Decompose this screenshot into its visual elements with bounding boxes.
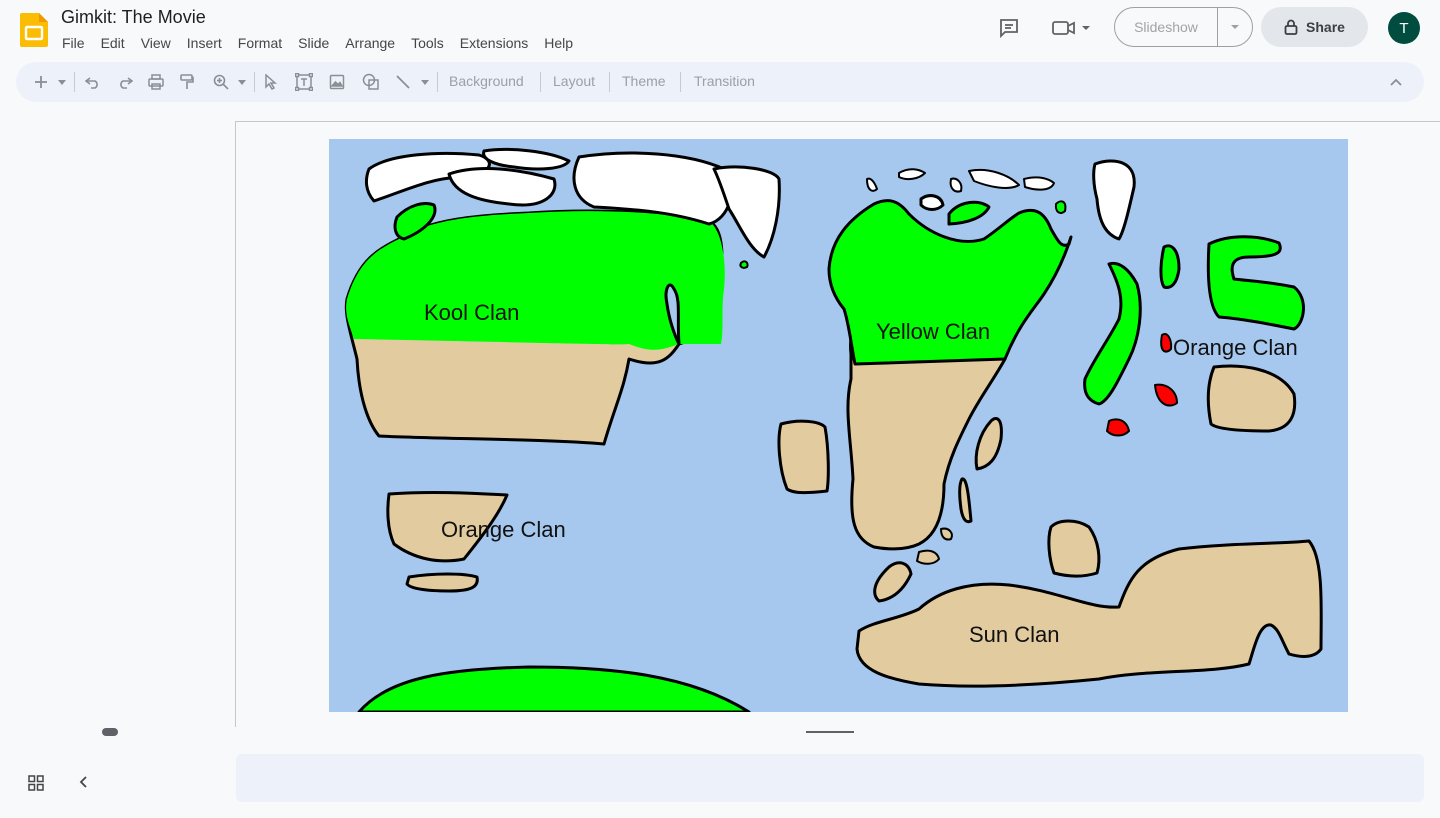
- share-button[interactable]: Share: [1261, 7, 1368, 47]
- yellow-clan-green: [827, 199, 1073, 366]
- orange-clan-land: [386, 490, 509, 563]
- meet-dropdown-icon[interactable]: [1081, 14, 1091, 42]
- toolbar: Background Layout Theme Transition: [16, 62, 1424, 102]
- map-label-yellow-clan: Yellow Clan: [876, 319, 990, 344]
- speaker-notes[interactable]: [236, 754, 1424, 802]
- video-camera-icon[interactable]: [1052, 14, 1076, 42]
- google-slides-icon[interactable]: [20, 13, 48, 47]
- canvas-border: [235, 121, 1440, 122]
- paint-format-icon[interactable]: [178, 72, 196, 92]
- world-map-drawing: Kool Clan Yellow Clan Orange Clan Orange…: [344, 148, 1323, 712]
- transition-button[interactable]: Transition: [694, 73, 755, 89]
- map-label-kool-clan: Kool Clan: [424, 300, 519, 325]
- comment-icon[interactable]: [998, 14, 1020, 42]
- collapse-toolbar-icon[interactable]: [1386, 72, 1406, 92]
- menu-slide[interactable]: Slide: [298, 35, 330, 51]
- new-slide-icon[interactable]: [32, 72, 50, 92]
- filmstrip-scrollbar[interactable]: [102, 728, 118, 736]
- slideshow-dropdown-icon[interactable]: [1217, 8, 1252, 46]
- zoom-dropdown-icon[interactable]: [236, 72, 248, 92]
- layout-button[interactable]: Layout: [553, 73, 596, 89]
- menu-edit[interactable]: Edit: [100, 35, 125, 51]
- zoom-icon[interactable]: [212, 72, 230, 92]
- menu-file[interactable]: File: [62, 35, 85, 51]
- line-dropdown-icon[interactable]: [419, 72, 431, 92]
- grid-view-icon[interactable]: [28, 775, 44, 791]
- filmstrip-border: [235, 121, 236, 727]
- kool-island: [393, 202, 437, 241]
- lock-icon: [1284, 19, 1298, 35]
- line-icon[interactable]: [394, 72, 412, 92]
- menu-extensions[interactable]: Extensions: [459, 35, 529, 51]
- new-slide-dropdown-icon[interactable]: [56, 72, 68, 92]
- menu-view[interactable]: View: [140, 35, 171, 51]
- text-box-icon[interactable]: [294, 72, 314, 92]
- slideshow-button[interactable]: Slideshow: [1114, 7, 1253, 47]
- menu-help[interactable]: Help: [544, 35, 574, 51]
- sun-clan-land: [855, 539, 1323, 688]
- slideshow-label: Slideshow: [1134, 19, 1198, 35]
- share-label: Share: [1306, 19, 1345, 35]
- kool-clan-green: [346, 211, 725, 350]
- menu-format[interactable]: Format: [237, 35, 283, 51]
- background-button[interactable]: Background: [449, 73, 524, 89]
- map-label-sun-clan: Sun Clan: [969, 622, 1060, 647]
- shape-icon[interactable]: [361, 72, 381, 92]
- map-label-orange-clan-west: Orange Clan: [441, 517, 566, 542]
- undo-icon[interactable]: [84, 72, 102, 92]
- menu-arrange[interactable]: Arrange: [345, 35, 396, 51]
- image-icon[interactable]: [328, 72, 346, 92]
- select-icon[interactable]: [262, 72, 280, 92]
- map-label-orange-clan-east: Orange Clan: [1173, 335, 1298, 360]
- theme-button[interactable]: Theme: [622, 73, 666, 89]
- slide-canvas[interactable]: Kool Clan Yellow Clan Orange Clan Orange…: [329, 139, 1348, 712]
- collapse-filmstrip-icon[interactable]: [76, 774, 92, 790]
- menu-bar: File Edit View Insert Format Slide Arran…: [54, 33, 581, 53]
- avatar[interactable]: T: [1388, 12, 1420, 44]
- print-icon[interactable]: [147, 72, 165, 92]
- menu-insert[interactable]: Insert: [186, 35, 222, 51]
- redo-icon[interactable]: [116, 72, 134, 92]
- menu-tools[interactable]: Tools: [411, 35, 444, 51]
- document-title[interactable]: Gimkit: The Movie: [61, 7, 206, 27]
- notes-resize-handle[interactable]: [806, 731, 854, 733]
